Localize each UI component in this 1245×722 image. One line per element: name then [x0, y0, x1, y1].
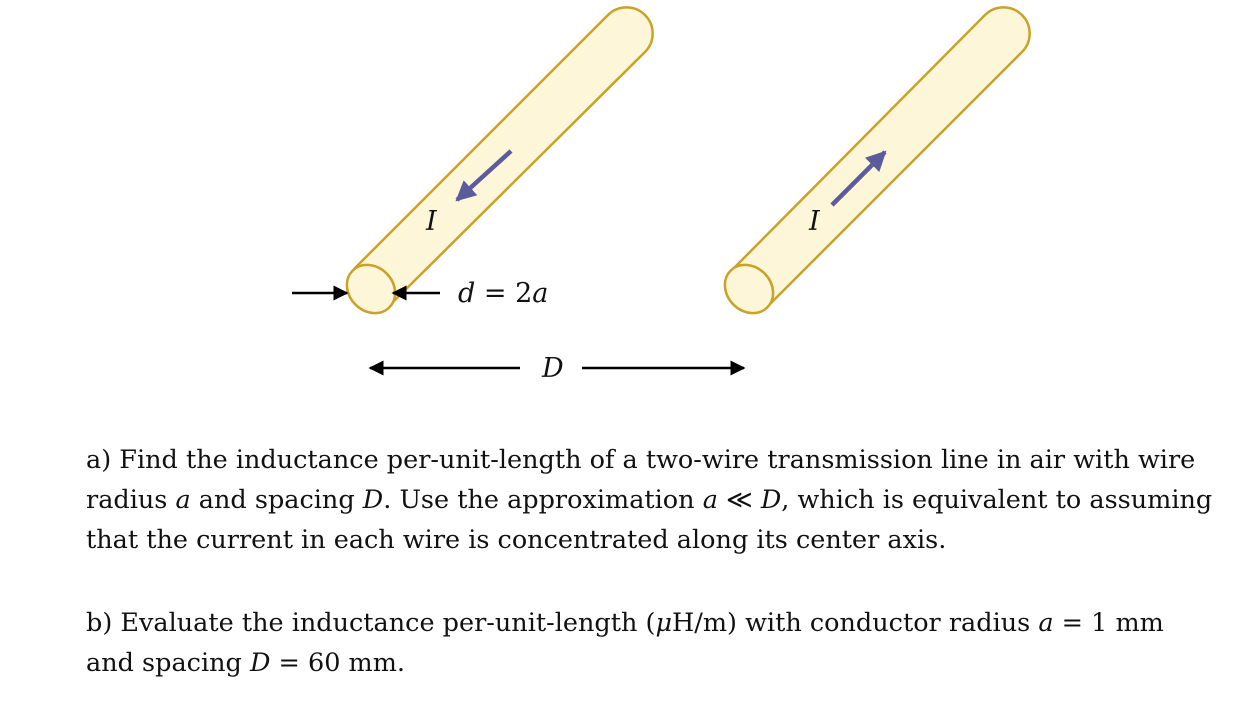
part-a-line-2: radius a and spacing D. Use the approxim…: [86, 480, 1236, 520]
var-a: a: [175, 485, 191, 515]
problem-part-b: b) Evaluate the inductance per-unit-leng…: [86, 603, 1236, 683]
text: b) Evaluate the inductance per-unit-leng…: [86, 608, 656, 638]
var-D: D: [760, 485, 782, 515]
var-D: D: [249, 648, 271, 678]
text: . Use the approximation: [383, 485, 703, 515]
part-a-line-3: that the current in each wire is concent…: [86, 525, 947, 555]
var-a: a: [1038, 608, 1054, 638]
diameter-label: d = 2a: [458, 278, 548, 309]
part-a-line-1: a) Find the inductance per-unit-length o…: [86, 445, 1196, 475]
part-b-line-2: and spacing D = 60 mm.: [86, 643, 1236, 683]
mu-symbol: μ: [655, 608, 673, 638]
text: radius: [86, 485, 176, 515]
right-current-label: I: [808, 206, 821, 237]
text: and spacing: [86, 648, 250, 678]
spacing-label: D: [541, 353, 564, 384]
two-wire-line-diagram: I I d = 2a D: [292, 6, 1031, 384]
left-current-label: I: [425, 206, 438, 237]
left-wire-end-cap: [345, 263, 397, 315]
var-a: a: [702, 485, 718, 515]
right-wire-end-cap: [723, 263, 775, 315]
part-b-line-1: b) Evaluate the inductance per-unit-leng…: [86, 603, 1236, 643]
problem-part-a: a) Find the inductance per-unit-length o…: [86, 440, 1236, 560]
much-less-than: ≪: [717, 485, 761, 515]
text: , which is equivalent to assuming: [781, 485, 1213, 515]
text: H/m) with conductor radius: [672, 608, 1039, 638]
right-current-arrow: [830, 150, 887, 207]
left-current-arrow: [455, 149, 513, 202]
var-D: D: [362, 485, 384, 515]
radius-value: = 1 mm: [1053, 608, 1164, 638]
text: and spacing: [190, 485, 363, 515]
spacing-value: = 60 mm.: [270, 648, 406, 678]
